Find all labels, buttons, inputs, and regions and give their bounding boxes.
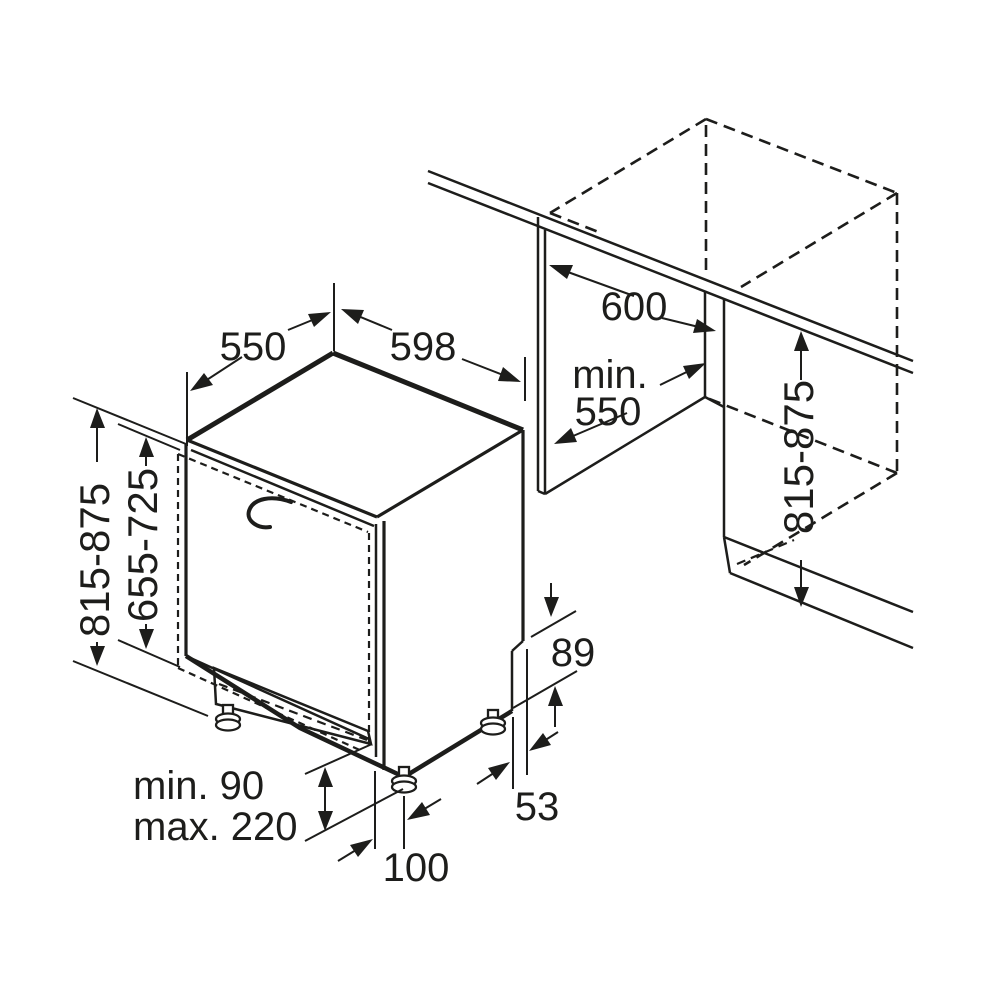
- countertop: [427, 169, 914, 375]
- niche-opening: [536, 217, 725, 496]
- dimension-foot-inset: 100: [337, 771, 450, 890]
- right-cabinet-side-panel: [722, 299, 914, 650]
- dimension-plinth-height: min. 90 max. 220: [133, 743, 404, 849]
- top-face-back-right-edge: [332, 350, 524, 433]
- door-handle-arc: [246, 496, 293, 530]
- dim-foot-inset-label: 100: [383, 846, 450, 890]
- dim-appliance-height-label: 815-875: [71, 483, 118, 637]
- dimension-niche-height: 815-875: [775, 331, 822, 607]
- side-panel-notch: [510, 430, 525, 711]
- dimension-side-setback: 53: [476, 649, 560, 829]
- dishwasher-drawing: [176, 350, 525, 794]
- dimension-top-width: 598: [341, 309, 526, 401]
- dimension-niche-width: 600: [549, 265, 716, 333]
- dim-niche-height-label: 815-875: [775, 380, 822, 534]
- dimension-top-depth: 550: [186, 283, 335, 446]
- dim-top-depth-label: 550: [220, 325, 287, 369]
- dim-side-setback-label: 53: [515, 785, 560, 829]
- dimension-door-panel-height: 655-725: [117, 423, 181, 668]
- top-face-back-left-edge: [185, 350, 335, 443]
- dim-niche-width-label: 600: [601, 285, 668, 329]
- dimension-niche-depth: min. 550: [554, 353, 706, 444]
- dimension-rear-step: 89: [512, 583, 596, 727]
- dim-plinth-min-label: min. 90: [133, 764, 264, 808]
- adjustable-foot-front-left: [214, 703, 242, 732]
- dim-niche-depth-label-2: 550: [575, 390, 642, 434]
- adjustable-foot-side: [479, 708, 507, 736]
- dim-top-width-label: 598: [390, 325, 457, 369]
- cabinet-dashed-outline: [549, 117, 899, 567]
- front-bottom-edge: [184, 654, 405, 780]
- dim-niche-depth-label-1: min.: [572, 353, 648, 397]
- dimension-appliance-height: 815-875: [71, 397, 209, 717]
- adjustable-foot-front-right: [390, 765, 418, 794]
- dim-door-panel-height-label: 655-725: [119, 468, 166, 622]
- dim-plinth-max-label: max. 220: [133, 805, 298, 849]
- dim-rear-step-label: 89: [551, 631, 596, 675]
